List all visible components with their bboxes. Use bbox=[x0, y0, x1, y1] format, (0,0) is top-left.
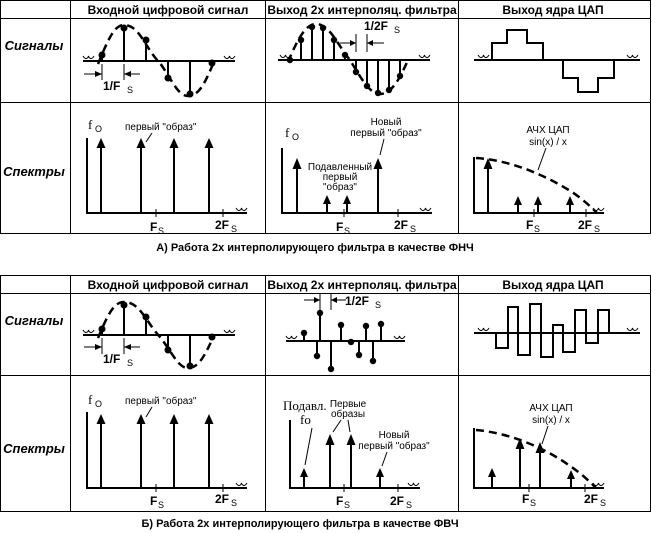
b-row-label-signals: Сигналы bbox=[5, 313, 64, 328]
svg-text:S: S bbox=[594, 224, 600, 234]
a-input-spectrum: f O первый "образ" F S 2F S bbox=[86, 117, 248, 236]
a-dac-resp-l2: sin(x) / x bbox=[529, 137, 567, 148]
svg-text:O: O bbox=[95, 399, 102, 409]
a3-fs-label: F bbox=[526, 218, 533, 232]
svg-text:S: S bbox=[158, 226, 164, 236]
svg-text:O: O bbox=[292, 132, 299, 142]
a-first-image-label: первый "образ" bbox=[125, 121, 197, 133]
b-new-l1: Новый bbox=[379, 430, 410, 441]
b2-2fs-label: 2F bbox=[390, 494, 404, 508]
b-suppressed-l1: Подавл. bbox=[283, 398, 327, 413]
a-filter-spectrum: f O Подавленный первый "образ" Новый пер… bbox=[281, 117, 432, 236]
a-dac-output-plot bbox=[474, 29, 640, 93]
b2-fs-label: F bbox=[336, 494, 343, 508]
b-dac-output-plot bbox=[474, 303, 640, 358]
b-period-label: 1/F bbox=[103, 352, 120, 366]
b-new-l2: первый "образ" bbox=[358, 440, 430, 452]
svg-text:S: S bbox=[231, 498, 237, 508]
table-a: Входной цифровой сигнал Выход 2х интерпо… bbox=[0, 0, 651, 236]
svg-text:S: S bbox=[406, 500, 412, 510]
a-new-l1: Новый bbox=[371, 117, 402, 128]
b-filter-output-plot: 1/2F S bbox=[285, 294, 406, 373]
a-half-period-label: 1/2F bbox=[364, 19, 388, 33]
b-half-period-label: 1/2F bbox=[345, 294, 369, 308]
svg-text:S: S bbox=[530, 498, 536, 508]
b-fo-label: f bbox=[88, 392, 93, 407]
row-label-spectra: Спектры bbox=[3, 164, 65, 179]
svg-text:S: S bbox=[375, 300, 381, 310]
svg-text:O: O bbox=[95, 124, 102, 134]
a-fs-label: F bbox=[150, 220, 157, 234]
b-first-images-l1: Первые bbox=[330, 399, 367, 410]
a-2fs-label: 2F bbox=[215, 218, 229, 232]
svg-text:S: S bbox=[344, 500, 350, 510]
b-input-signal-plot: 1/F S bbox=[82, 300, 236, 370]
b-header-filter-output: Выход 2х интерполяц. фильтра bbox=[267, 278, 457, 292]
b-row-label-spectra: Спектры bbox=[3, 441, 65, 456]
svg-text:S: S bbox=[410, 224, 416, 234]
a-filter-output-plot: 1/2F S bbox=[278, 19, 431, 97]
b-suppressed-l2: fo bbox=[300, 412, 311, 427]
b-dac-resp-l1: АЧХ ЦАП bbox=[529, 403, 572, 414]
a-period-label: 1/F bbox=[103, 79, 120, 93]
b-header-dac-output: Выход ядра ЦАП bbox=[502, 278, 603, 292]
b-fs-label: F bbox=[150, 494, 157, 508]
table-b: Входной цифровой сигнал Выход 2х интерпо… bbox=[0, 275, 651, 512]
svg-text:S: S bbox=[534, 224, 540, 234]
a-input-signal-plot: 1/F S bbox=[82, 23, 236, 98]
row-label-signals: Сигналы bbox=[5, 38, 64, 53]
table-b-border bbox=[0, 275, 651, 512]
a-suppressed-l3: "образ" bbox=[323, 181, 357, 193]
a-fo-label: f bbox=[88, 117, 93, 132]
b-first-image-label: первый "образ" bbox=[125, 395, 197, 407]
a2-fs-label: F bbox=[336, 220, 343, 234]
svg-text:S: S bbox=[394, 25, 400, 35]
svg-text:S: S bbox=[127, 358, 133, 368]
a3-2fs-label: 2F bbox=[578, 218, 592, 232]
b-dac-resp-l2: sin(x) / x bbox=[532, 415, 570, 426]
a-dac-resp-l1: АЧХ ЦАП bbox=[526, 125, 569, 136]
b3-2fs-label: 2F bbox=[584, 492, 598, 506]
a2-fo-label: f bbox=[285, 125, 290, 140]
a-dac-spectrum: АЧХ ЦАП sin(x) / x F S 2F S bbox=[473, 125, 605, 234]
caption-b: Б) Работа 2х интерполирующего фильтра в … bbox=[141, 518, 458, 530]
svg-text:S: S bbox=[158, 500, 164, 510]
b-dac-spectrum: АЧХ ЦАП sin(x) / x F S 2F S bbox=[473, 403, 606, 508]
b-2fs-label: 2F bbox=[215, 492, 229, 506]
a-suppressed-l2: первый bbox=[323, 172, 358, 183]
header-dac-output: Выход ядра ЦАП bbox=[502, 3, 603, 17]
svg-text:S: S bbox=[344, 226, 350, 236]
svg-text:S: S bbox=[231, 224, 237, 234]
a2-2fs-label: 2F bbox=[394, 218, 408, 232]
a-suppressed-l1: Подавленный bbox=[308, 162, 372, 173]
header-filter-output: Выход 2х интерполяц. фильтра bbox=[267, 3, 457, 17]
b-first-images-l2: образы bbox=[331, 408, 365, 420]
b-filter-spectrum: Подавл. fo Первые образы Новый первый "о… bbox=[283, 398, 430, 510]
header-input-signal: Входной цифровой сигнал bbox=[88, 3, 249, 17]
b-header-input-signal: Входной цифровой сигнал bbox=[88, 278, 249, 292]
b-input-spectrum: f O первый "образ" F S 2F S bbox=[86, 392, 248, 510]
b3-fs-label: F bbox=[522, 492, 529, 506]
caption-a: А) Работа 2х интерполирующего фильтра в … bbox=[156, 242, 474, 254]
svg-text:S: S bbox=[127, 85, 133, 95]
a-new-l2: первый "образ" bbox=[350, 127, 422, 139]
svg-text:S: S bbox=[600, 498, 606, 508]
